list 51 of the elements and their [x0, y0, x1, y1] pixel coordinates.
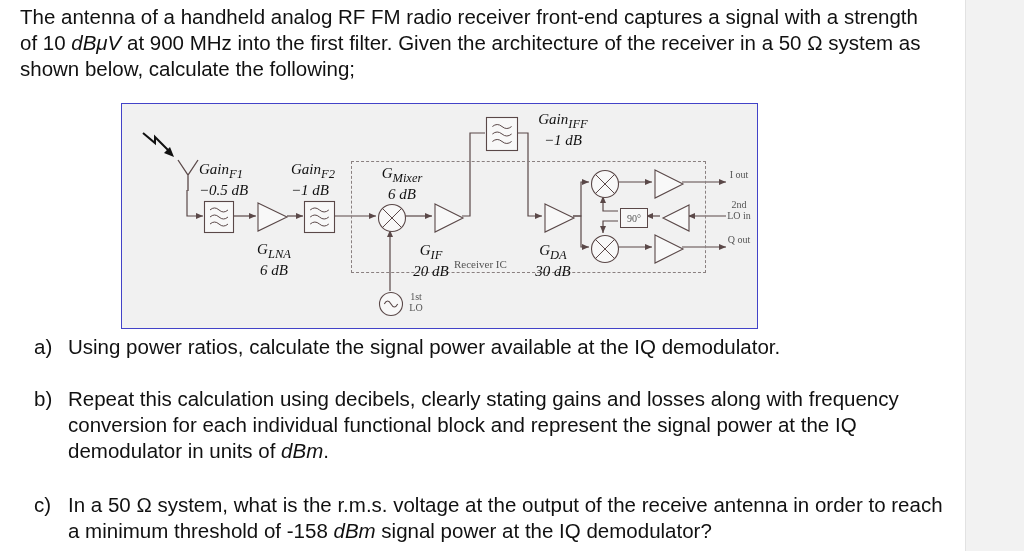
- paragraph: Using power ratios, calculate the signal power available at the IQ demodulator.: [68, 334, 782, 360]
- filter-block: [204, 201, 234, 233]
- antenna-symbol: [177, 159, 199, 191]
- gain-label: G$_{IF}$ 20 dB: [412, 242, 450, 279]
- arrow: [516, 132, 543, 219]
- port-label: Q out: [727, 234, 751, 262]
- source-label: 1st LO: [408, 291, 424, 313]
- chip-label: Receiver IC: [454, 259, 508, 270]
- arrow: [616, 244, 653, 250]
- paragraph: In a 50 Ω system, what is the r.m.s. voltage at the output of the receive antenna in order to reach a minimum threshold of -158 dBm signal power at the IQ demodulator?: [68, 492, 944, 544]
- phase-shifter-box: 90°: [620, 208, 648, 228]
- arrow: [286, 213, 304, 219]
- mixer-symbol: [591, 170, 619, 198]
- list-marker: b): [34, 386, 54, 412]
- amplifier-symbol: [434, 203, 464, 233]
- gain-label: G$_{LNA}$ 6 dB: [256, 241, 292, 278]
- connector-line: [461, 132, 486, 217]
- gain-label: Gain$_{F2}$ −1 dB: [291, 161, 336, 198]
- gain-label: G$_{Mixer}$ 6 dB: [380, 165, 424, 202]
- port-label: I out: [727, 169, 751, 197]
- amplifier-symbol: [662, 204, 690, 232]
- port-label: 2nd LO in: [727, 199, 751, 235]
- filter-block: [304, 201, 335, 233]
- list-marker: c): [34, 492, 53, 518]
- arrow: [186, 189, 204, 219]
- gain-label: G$_{DA}$ 30 dB: [534, 242, 572, 279]
- paragraph: The antenna of a handheld analog RF FM radio receiver front-end captures a signal with a strength of 10 dBμV at 900 MHz into the first filter. Given the architecture of the receiver in a 50 Ω system as shown below, calculate the following;: [20, 4, 922, 82]
- oscillator-symbol: [379, 292, 403, 316]
- arrow: [600, 220, 619, 234]
- amplifier-symbol: [654, 234, 684, 264]
- gain-label: Gain$_{IFF}$ −1 dB: [537, 111, 589, 148]
- arrow: [681, 244, 727, 250]
- arrow: [600, 195, 619, 212]
- arrow: [572, 215, 590, 250]
- arrow: [232, 213, 257, 219]
- paragraph: Repeat this calculation using decibels, clearly stating gains and losses along with frequency conversion for each individual functional block and represent the signal power at the IQ demodulator in units of dBm.: [68, 386, 900, 464]
- mixer-symbol: [591, 235, 619, 263]
- gain-label: Gain$_{F1}$ −0.5 dB: [199, 161, 250, 198]
- arrow: [387, 229, 393, 292]
- mixer-symbol: [378, 204, 406, 232]
- arrow: [687, 213, 727, 219]
- arrow: [616, 179, 653, 185]
- amplifier-symbol: [544, 203, 575, 233]
- amplifier-symbol: [654, 169, 684, 199]
- filter-block: [486, 117, 518, 151]
- arrow: [645, 213, 661, 219]
- arrow: [403, 213, 433, 219]
- amplifier-symbol: [257, 202, 288, 232]
- arrow: [333, 213, 377, 219]
- list-marker: a): [34, 334, 54, 360]
- arrow: [681, 179, 727, 185]
